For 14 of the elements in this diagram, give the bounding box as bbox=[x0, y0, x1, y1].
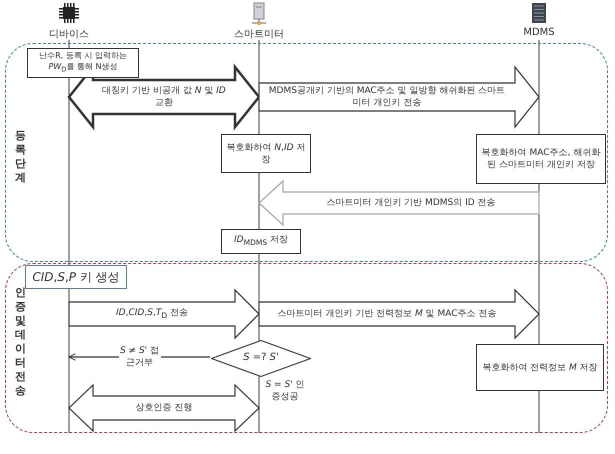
edge-label: S ≠ S' 접근거부 bbox=[118, 345, 160, 369]
process-box: CID,S,P 키 생성 bbox=[25, 265, 127, 289]
process-box: 복호화하여 전력정보 M 저장 bbox=[476, 344, 604, 391]
process-box: ID$_{MDMS}$ 저장 bbox=[221, 229, 301, 254]
phase-label: 인증 및 데이터 전송 bbox=[14, 286, 27, 398]
edge-label: 대칭키 기반 비공개 값 N 및 ID 교환 bbox=[100, 85, 228, 109]
actor-label: 디바이스 bbox=[48, 28, 90, 41]
process-box: 복호화하여 N,ID 저장 bbox=[221, 134, 311, 173]
actor-label: MDMS bbox=[522, 27, 556, 38]
process-box: 난수R, 등록 시 입력하는 PW$_{D}$를 통해 N생성 bbox=[27, 48, 139, 78]
process-box: 복호화하여 MAC주소, 해쉬화된 스마트미터 개인키 저장 bbox=[476, 134, 606, 184]
decision-text: S =? S' bbox=[242, 352, 280, 362]
actor-label: 스마트미터 bbox=[233, 28, 285, 41]
phase-label: 등록단계 bbox=[14, 129, 27, 185]
